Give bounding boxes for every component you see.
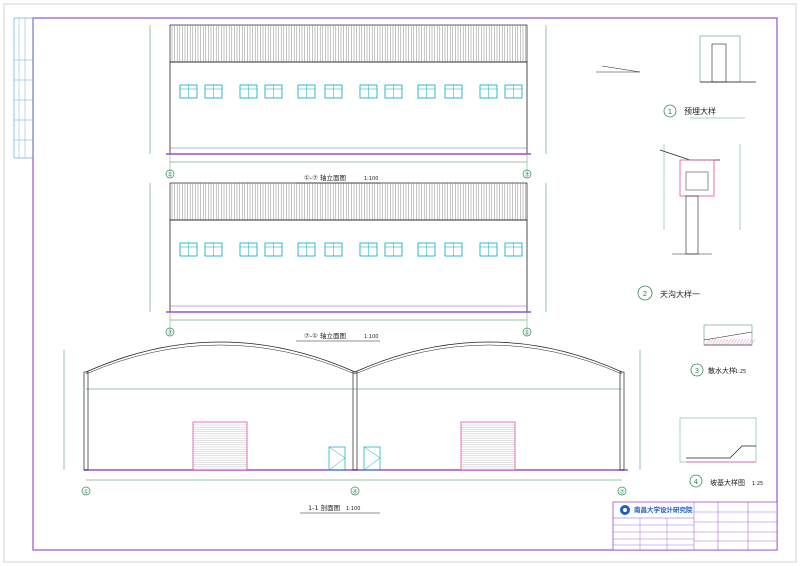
svg-text:1: 1 (668, 108, 672, 116)
detail-3-scale: 1:25 (735, 369, 746, 375)
elevation-b (149, 182, 547, 334)
hatch-line (732, 338, 738, 346)
detail-2-drawing (659, 144, 741, 255)
elevation-b-grid-left: ⑦ (165, 327, 175, 337)
elevation-b-grid-right: ① (522, 327, 532, 337)
detail-3-number: 3 (690, 363, 704, 377)
elevation-a-title: ①-⑦ 轴立面图 (304, 173, 346, 182)
detail-4-scale: 1:25 (752, 481, 763, 487)
detail-4-title: 坡基大样图 (710, 478, 745, 487)
wall-outline (169, 61, 528, 155)
hatch-line (744, 338, 750, 346)
svg-text:3: 3 (695, 367, 699, 375)
hatch-line (741, 338, 747, 346)
detail-3-title: 散水大样 (708, 366, 736, 375)
wall-outline (169, 219, 528, 313)
section-1-1 (63, 341, 641, 481)
svg-text:①: ① (524, 330, 529, 337)
section-grid-a: ① (81, 486, 91, 496)
hatch-line (720, 338, 726, 346)
section-title: 1-1 剖面图 (308, 503, 340, 512)
hatch-line (705, 338, 711, 346)
detail-2-title: 天沟大样一 (660, 289, 700, 299)
institute-logo (620, 505, 630, 515)
hatch-line (714, 338, 720, 346)
sheet-inner-frame (32, 17, 778, 551)
hatch-line (750, 338, 756, 346)
hatch-line (738, 338, 744, 346)
hatch-line (723, 338, 729, 346)
svg-text:⑦: ⑦ (524, 172, 530, 179)
svg-text:⑦: ⑦ (619, 489, 625, 496)
hatch-line (717, 338, 723, 346)
svg-text:2: 2 (643, 290, 647, 298)
detail-3-hatching (705, 338, 756, 346)
elevation-b-title: ⑦-① 轴立面图 (304, 331, 346, 340)
elevation-b-scale: 1:100 (364, 334, 378, 340)
svg-text:①: ① (167, 172, 172, 179)
binding-strip (13, 17, 34, 159)
elevation-a (149, 24, 547, 176)
elevation-a-grid-right: ⑦ (522, 169, 532, 179)
hatch-line (711, 338, 717, 346)
elevation-a-scale: 1:100 (364, 176, 378, 182)
svg-text:④: ④ (352, 489, 357, 496)
hatch-line (729, 338, 735, 346)
detail-1-title: 预埋大样 (684, 106, 716, 116)
sheet-outer-border (3, 3, 797, 563)
detail-1-drawing (596, 35, 756, 119)
detail-1-number: 1 (663, 104, 677, 118)
hatch-line (726, 338, 732, 346)
title-block (612, 501, 778, 551)
elevation-a-grid-left: ① (165, 169, 175, 179)
svg-text:4: 4 (694, 478, 699, 486)
hatch-line (735, 338, 741, 346)
hatch-line (708, 338, 714, 346)
section-scale: 1:100 (346, 506, 360, 512)
detail-4-number: 4 (689, 474, 703, 488)
institute-name: 南昌大学设计研究院 (634, 505, 693, 514)
svg-text:⑦: ⑦ (167, 330, 173, 337)
hatch-line (747, 338, 753, 346)
section-door-hatching (193, 424, 515, 470)
svg-text:①: ① (83, 489, 88, 496)
detail-2-number: 2 (637, 285, 653, 301)
detail-4-drawing (679, 417, 757, 463)
section-grid-c: ⑦ (617, 486, 627, 496)
section-grid-b: ④ (350, 486, 360, 496)
detail-3-drawing (703, 324, 753, 346)
